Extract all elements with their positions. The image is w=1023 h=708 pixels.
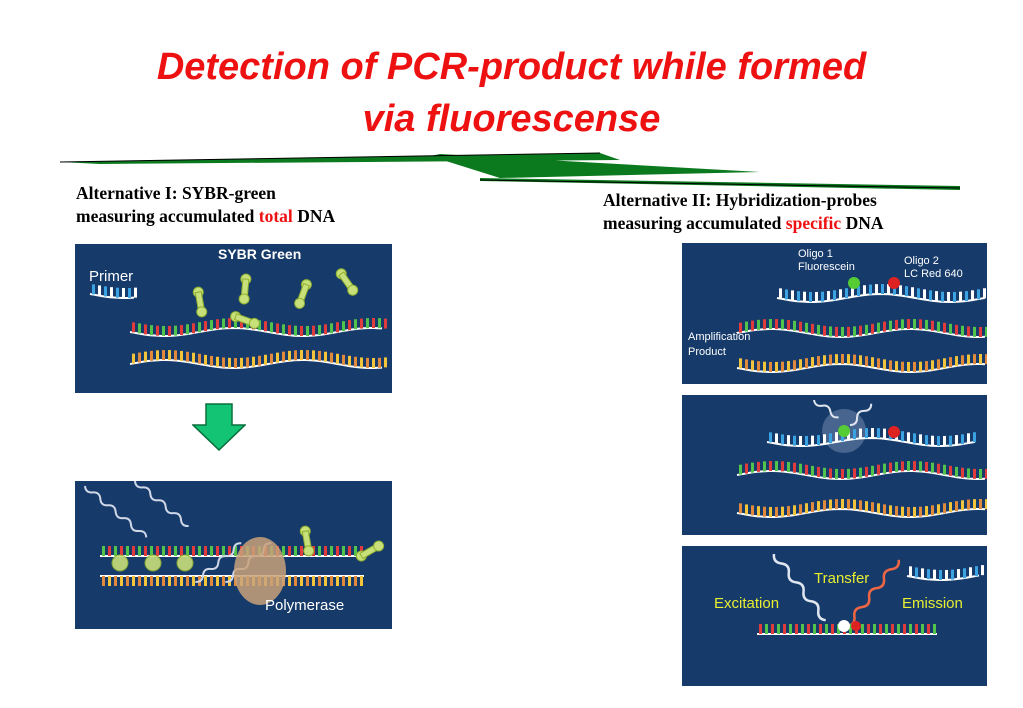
emission-label: Emission — [902, 595, 963, 612]
polymerase-label: Polymerase — [265, 597, 345, 614]
alternative-2-heading: Alternative II: Hybridization-probes — [603, 190, 877, 210]
excitation-label: Excitation — [714, 595, 780, 612]
page-title-line-2: via fluorescense — [362, 98, 661, 140]
alternative-1-suffix: DNA — [292, 206, 336, 226]
primer-label: Primer — [89, 268, 134, 285]
sybr-after-illustration — [84, 481, 385, 605]
dna-strand — [736, 354, 987, 373]
oligo2-label: Oligo 2 LC Red 640 — [904, 255, 963, 281]
dna-strand — [906, 565, 984, 581]
sybr-panel-after: Polymerase — [75, 481, 392, 629]
alternative-1-caption: Alternative I: SYBR-green measuring accu… — [76, 182, 335, 228]
hybridization-panel-2 — [682, 395, 987, 535]
down-arrow-icon — [192, 403, 246, 451]
hybridization-2-illustration — [736, 399, 987, 518]
fluorescein-dot-icon — [848, 277, 860, 289]
alternative-2-caption: Alternative II: Hybridization-probes mea… — [603, 189, 883, 235]
oligo2-dye: LC Red 640 — [904, 268, 963, 280]
amplification-label: Amplification — [688, 331, 751, 343]
dna-strand — [736, 461, 987, 481]
oligo2-name: Oligo 2 — [904, 255, 939, 267]
sybr-panel-before: SYBR Green Primer — [75, 244, 392, 393]
alternative-1-heading: Alternative I: SYBR-green — [76, 183, 276, 203]
title-divider — [59, 152, 961, 190]
alternative-2-suffix: DNA — [841, 213, 884, 233]
alternative-2-highlight: specific — [785, 213, 842, 233]
transfer-label: Transfer — [814, 570, 870, 587]
hybridization-1-illustration — [736, 277, 987, 373]
dna-strand — [89, 284, 137, 299]
lc-red-dot-icon — [888, 426, 900, 438]
alternative-2-subheading: measuring accumulated specific DNA — [603, 212, 883, 235]
sybr-green-label: SYBR Green — [218, 246, 302, 262]
hybridization-panel-3: Transfer Excitation Emission — [682, 546, 987, 686]
lc-red-dot-icon — [888, 277, 900, 289]
alternative-1-subheading: measuring accumulated total DNA — [76, 205, 335, 228]
hybridization-3-illustration — [757, 553, 984, 635]
oligo1-name: Oligo 1 — [798, 248, 833, 260]
sybr-before-illustration — [89, 268, 387, 370]
dna-strand — [736, 499, 987, 518]
dna-strand — [736, 319, 987, 339]
oligo1-label: Oligo 1 Fluorescein — [798, 248, 855, 274]
hybridization-panel-1: Oligo 1 Fluorescein Oligo 2 LC Red 640 A… — [682, 243, 987, 384]
dna-strand — [776, 284, 986, 303]
oligo1-dye: Fluorescein — [798, 261, 855, 273]
alternative-1-highlight: total — [258, 206, 293, 226]
page-title-line-1: Detection of PCR-product while formed — [156, 46, 867, 88]
dna-strand — [766, 428, 976, 447]
alternative-2-prefix: measuring accumulated — [603, 213, 786, 233]
fluorescein-dot-icon — [838, 425, 850, 437]
product-label: Product — [688, 346, 726, 358]
alternative-1-prefix: measuring accumulated — [76, 206, 259, 226]
dna-strand — [757, 624, 937, 635]
amplification-product-label: Amplification Product — [688, 330, 750, 360]
dna-strand — [129, 350, 387, 370]
